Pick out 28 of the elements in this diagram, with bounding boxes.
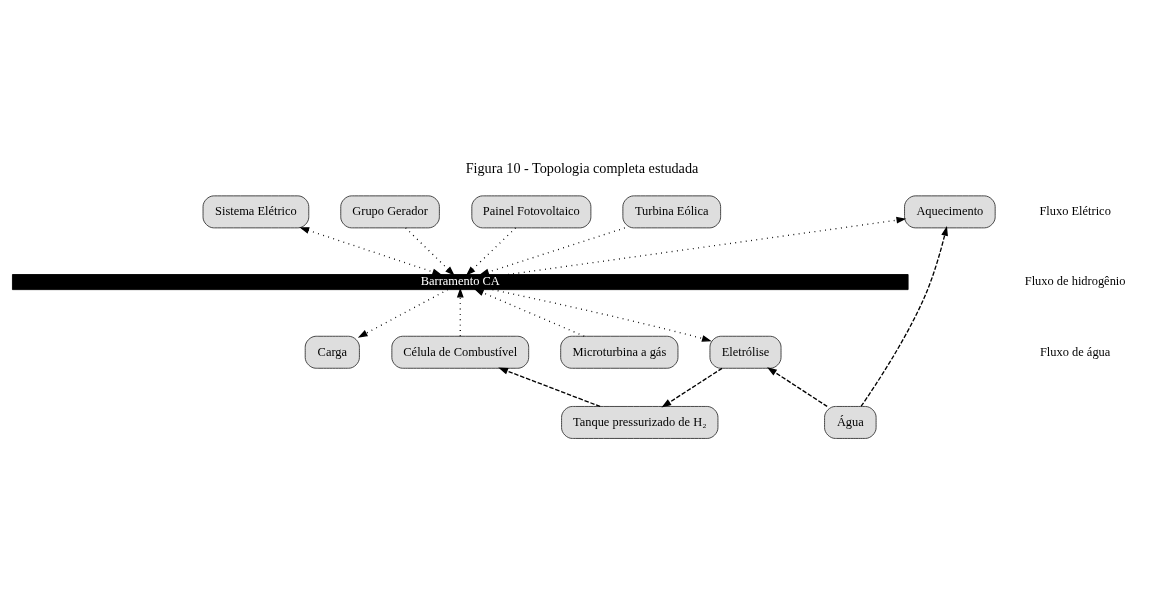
node-box: Turbina Eólica <box>622 194 722 228</box>
legend-label: Fluxo de hidrogênio <box>1024 273 1126 288</box>
arrow <box>479 226 626 275</box>
arrow <box>860 225 948 407</box>
arrow <box>405 226 455 276</box>
node-box: Célula de Combustível <box>391 335 530 369</box>
node-box: Sistema Elétrico <box>202 194 310 228</box>
arrow <box>456 287 464 337</box>
arrow <box>473 288 585 337</box>
arrow <box>498 367 601 407</box>
arrow <box>465 226 517 276</box>
node-box: Aquecimento <box>904 194 996 228</box>
node-box: Barramento CA <box>12 273 909 290</box>
node-box: Água <box>824 405 877 439</box>
node-box: Painel Fotovoltaico <box>471 194 592 228</box>
legend-label: Fluxo de água <box>1039 344 1111 359</box>
diagram-title: Figura 10 - Topologia completa estudada <box>465 159 699 176</box>
node-box: Tanque pressurizado de H₂ <box>561 405 719 439</box>
arrow <box>299 226 443 275</box>
legend-label: Fluxo Elétrico <box>1039 203 1111 218</box>
node-box: Eletrólise <box>709 335 782 369</box>
node-box: Grupo Gerador <box>340 194 440 228</box>
arrow <box>507 216 907 275</box>
node-box: Carga <box>304 335 360 369</box>
node-box: Microturbina a gás <box>560 335 679 369</box>
arrow <box>661 367 723 407</box>
arrow <box>357 288 449 338</box>
arrow <box>767 366 828 407</box>
